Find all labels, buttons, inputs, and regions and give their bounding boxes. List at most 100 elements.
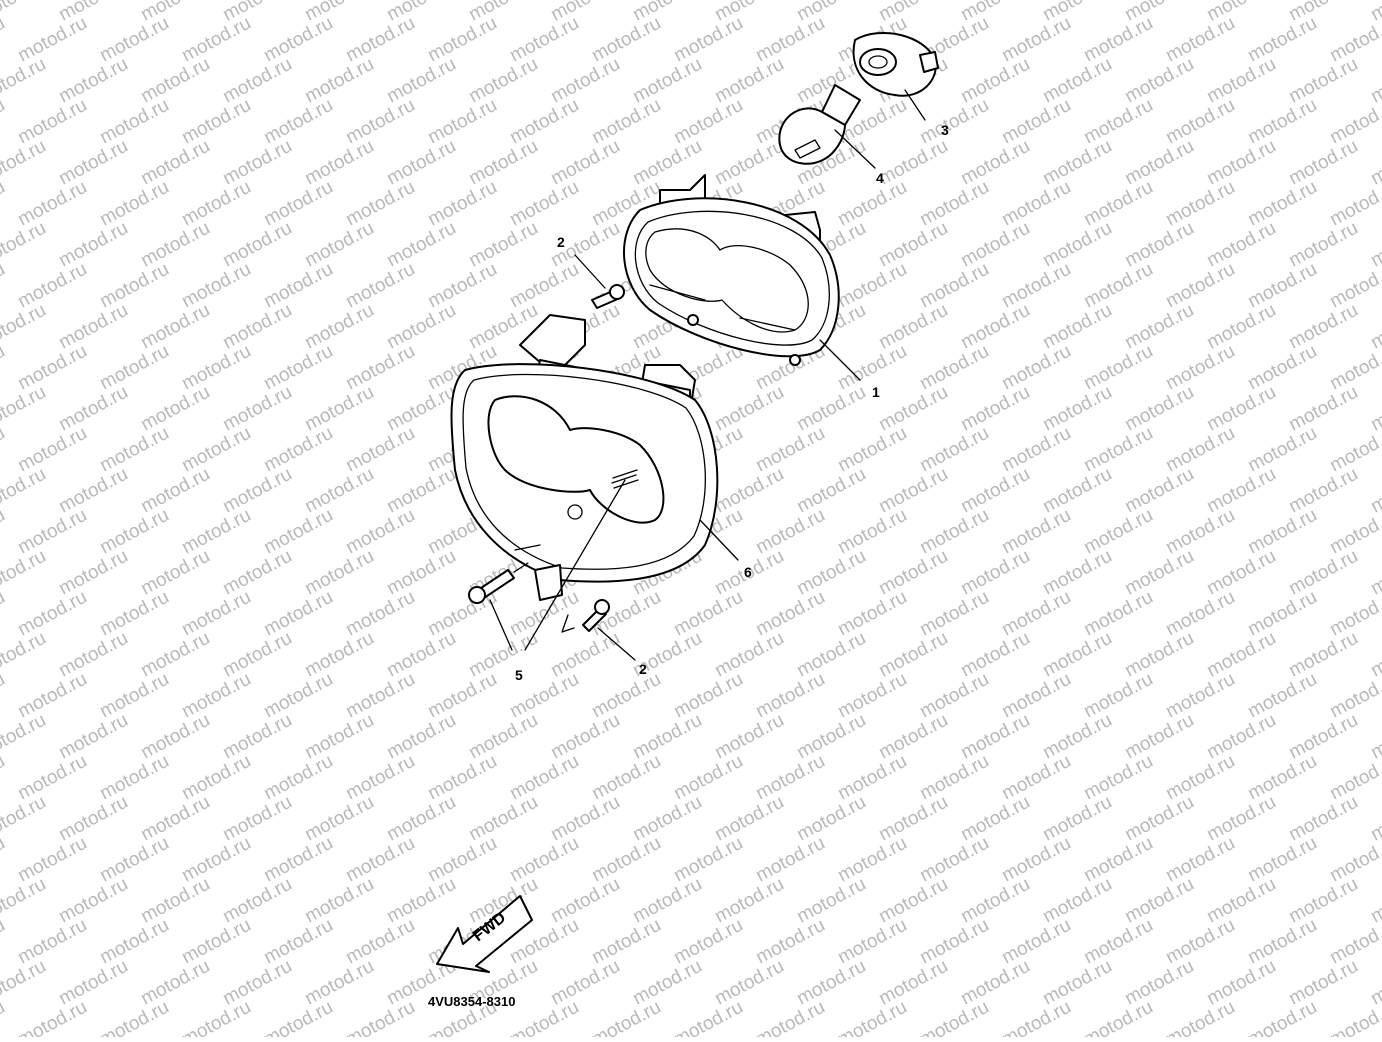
watermark-text: motod.ru: [1039, 628, 1115, 682]
watermark-text: motod.ru: [342, 95, 418, 149]
watermark-text: motod.ru: [342, 669, 418, 723]
watermark-text: motod.ru: [465, 628, 541, 682]
watermark-text: motod.ru: [301, 464, 377, 518]
watermark-text: motod.ru: [342, 997, 418, 1037]
watermark-text: motod.ru: [0, 710, 50, 764]
watermark-text: motod.ru: [342, 751, 418, 805]
watermark-text: motod.ru: [137, 136, 213, 190]
watermark-text: motod.ru: [752, 587, 828, 641]
watermark-text: motod.ru: [1367, 792, 1382, 846]
callout-3: 3: [941, 122, 949, 138]
callout-1: 1: [872, 384, 880, 400]
watermark-text: motod.ru: [424, 833, 500, 887]
watermark-text: motod.ru: [96, 177, 172, 231]
watermark-text: motod.ru: [178, 95, 254, 149]
watermark-text: motod.ru: [1244, 587, 1320, 641]
watermark-text: motod.ru: [875, 546, 951, 600]
watermark-text: motod.ru: [588, 95, 664, 149]
watermark-text: motod.ru: [178, 177, 254, 231]
watermark-text: motod.ru: [219, 382, 295, 436]
watermark-text: motod.ru: [137, 956, 213, 1010]
watermark-text: motod.ru: [178, 341, 254, 395]
watermark-text: motod.ru: [0, 546, 50, 600]
watermark-text: motod.ru: [260, 915, 336, 969]
watermark-text: motod.ru: [137, 628, 213, 682]
watermark-text: motod.ru: [1121, 956, 1197, 1010]
watermark-text: motod.ru: [1326, 13, 1382, 67]
watermark-text: motod.ru: [14, 259, 90, 313]
watermark-text: motod.ru: [0, 792, 50, 846]
watermark-text: motod.ru: [96, 423, 172, 477]
watermark-text: motod.ru: [55, 710, 131, 764]
watermark-text: motod.ru: [383, 628, 459, 682]
callout-2-lower: 2: [639, 661, 647, 677]
watermark-text: motod.ru: [137, 546, 213, 600]
watermark-text: motod.ru: [96, 915, 172, 969]
watermark-text: motod.ru: [1203, 464, 1279, 518]
watermark-text: motod.ru: [0, 136, 50, 190]
watermark-text: motod.ru: [1367, 546, 1382, 600]
watermark-text: motod.ru: [957, 136, 1033, 190]
watermark-text: motod.ru: [1326, 177, 1382, 231]
watermark-text: motod.ru: [137, 874, 213, 928]
watermark-text: motod.ru: [260, 833, 336, 887]
watermark-text: motod.ru: [1326, 259, 1382, 313]
watermark-text: motod.ru: [1162, 341, 1238, 395]
watermark-text: motod.ru: [547, 874, 623, 928]
watermark-text: motod.ru: [301, 956, 377, 1010]
watermark-text: motod.ru: [1203, 382, 1279, 436]
watermark-text: motod.ru: [0, 54, 50, 108]
watermark-text: motod.ru: [998, 587, 1074, 641]
watermark-text: motod.ru: [1080, 751, 1156, 805]
watermark-text: motod.ru: [875, 710, 951, 764]
watermark-text: motod.ru: [793, 874, 869, 928]
watermark-text: motod.ru: [219, 546, 295, 600]
watermark-text: motod.ru: [96, 997, 172, 1037]
watermark-text: motod.ru: [301, 874, 377, 928]
watermark-text: motod.ru: [916, 587, 992, 641]
bulb-socket: [852, 32, 939, 97]
watermark-text: motod.ru: [1080, 587, 1156, 641]
watermark-text: motod.ru: [1121, 136, 1197, 190]
watermark-text: motod.ru: [793, 956, 869, 1010]
watermark-text: motod.ru: [875, 136, 951, 190]
watermark-text: motod.ru: [1244, 259, 1320, 313]
callout-2-upper: 2: [557, 234, 565, 250]
watermark-text: motod.ru: [793, 382, 869, 436]
bolt-and-grommet: [468, 562, 529, 604]
callouts: 1 2 2 3 4 5 6: [515, 122, 949, 683]
watermark-text: motod.ru: [260, 423, 336, 477]
watermark-text: motod.ru: [1203, 218, 1279, 272]
watermark-text: motod.ru: [342, 833, 418, 887]
watermark-text: motod.ru: [55, 54, 131, 108]
watermark-text: motod.ru: [260, 95, 336, 149]
watermark-text: motod.ru: [383, 136, 459, 190]
watermark-text: motod.ru: [178, 13, 254, 67]
watermark-text: motod.ru: [383, 300, 459, 354]
watermark-text: motod.ru: [424, 669, 500, 723]
watermark-text: motod.ru: [1039, 382, 1115, 436]
watermark-text: motod.ru: [1285, 382, 1361, 436]
callout-4: 4: [876, 170, 884, 186]
watermark-text: motod.ru: [1244, 915, 1320, 969]
watermark-text: motod.ru: [219, 956, 295, 1010]
watermark-text: motod.ru: [301, 710, 377, 764]
watermark-text: motod.ru: [219, 300, 295, 354]
watermark-text: motod.ru: [998, 997, 1074, 1037]
watermark-text: motod.ru: [1244, 13, 1320, 67]
watermark-text: motod.ru: [1039, 546, 1115, 600]
watermark-text: motod.ru: [1367, 300, 1382, 354]
watermark-text: motod.ru: [588, 669, 664, 723]
watermark-text: motod.ru: [1121, 792, 1197, 846]
watermark-text: motod.ru: [301, 382, 377, 436]
watermark-text: motod.ru: [342, 13, 418, 67]
watermark-text: motod.ru: [1326, 423, 1382, 477]
watermark-text: motod.ru: [998, 669, 1074, 723]
watermark-text: motod.ru: [998, 751, 1074, 805]
fwd-arrow: FWD: [436, 895, 533, 973]
watermark-text: motod.ru: [998, 341, 1074, 395]
screw-lower: [582, 599, 610, 632]
watermark-text: motod.ru: [1039, 792, 1115, 846]
watermark-text: motod.ru: [219, 464, 295, 518]
